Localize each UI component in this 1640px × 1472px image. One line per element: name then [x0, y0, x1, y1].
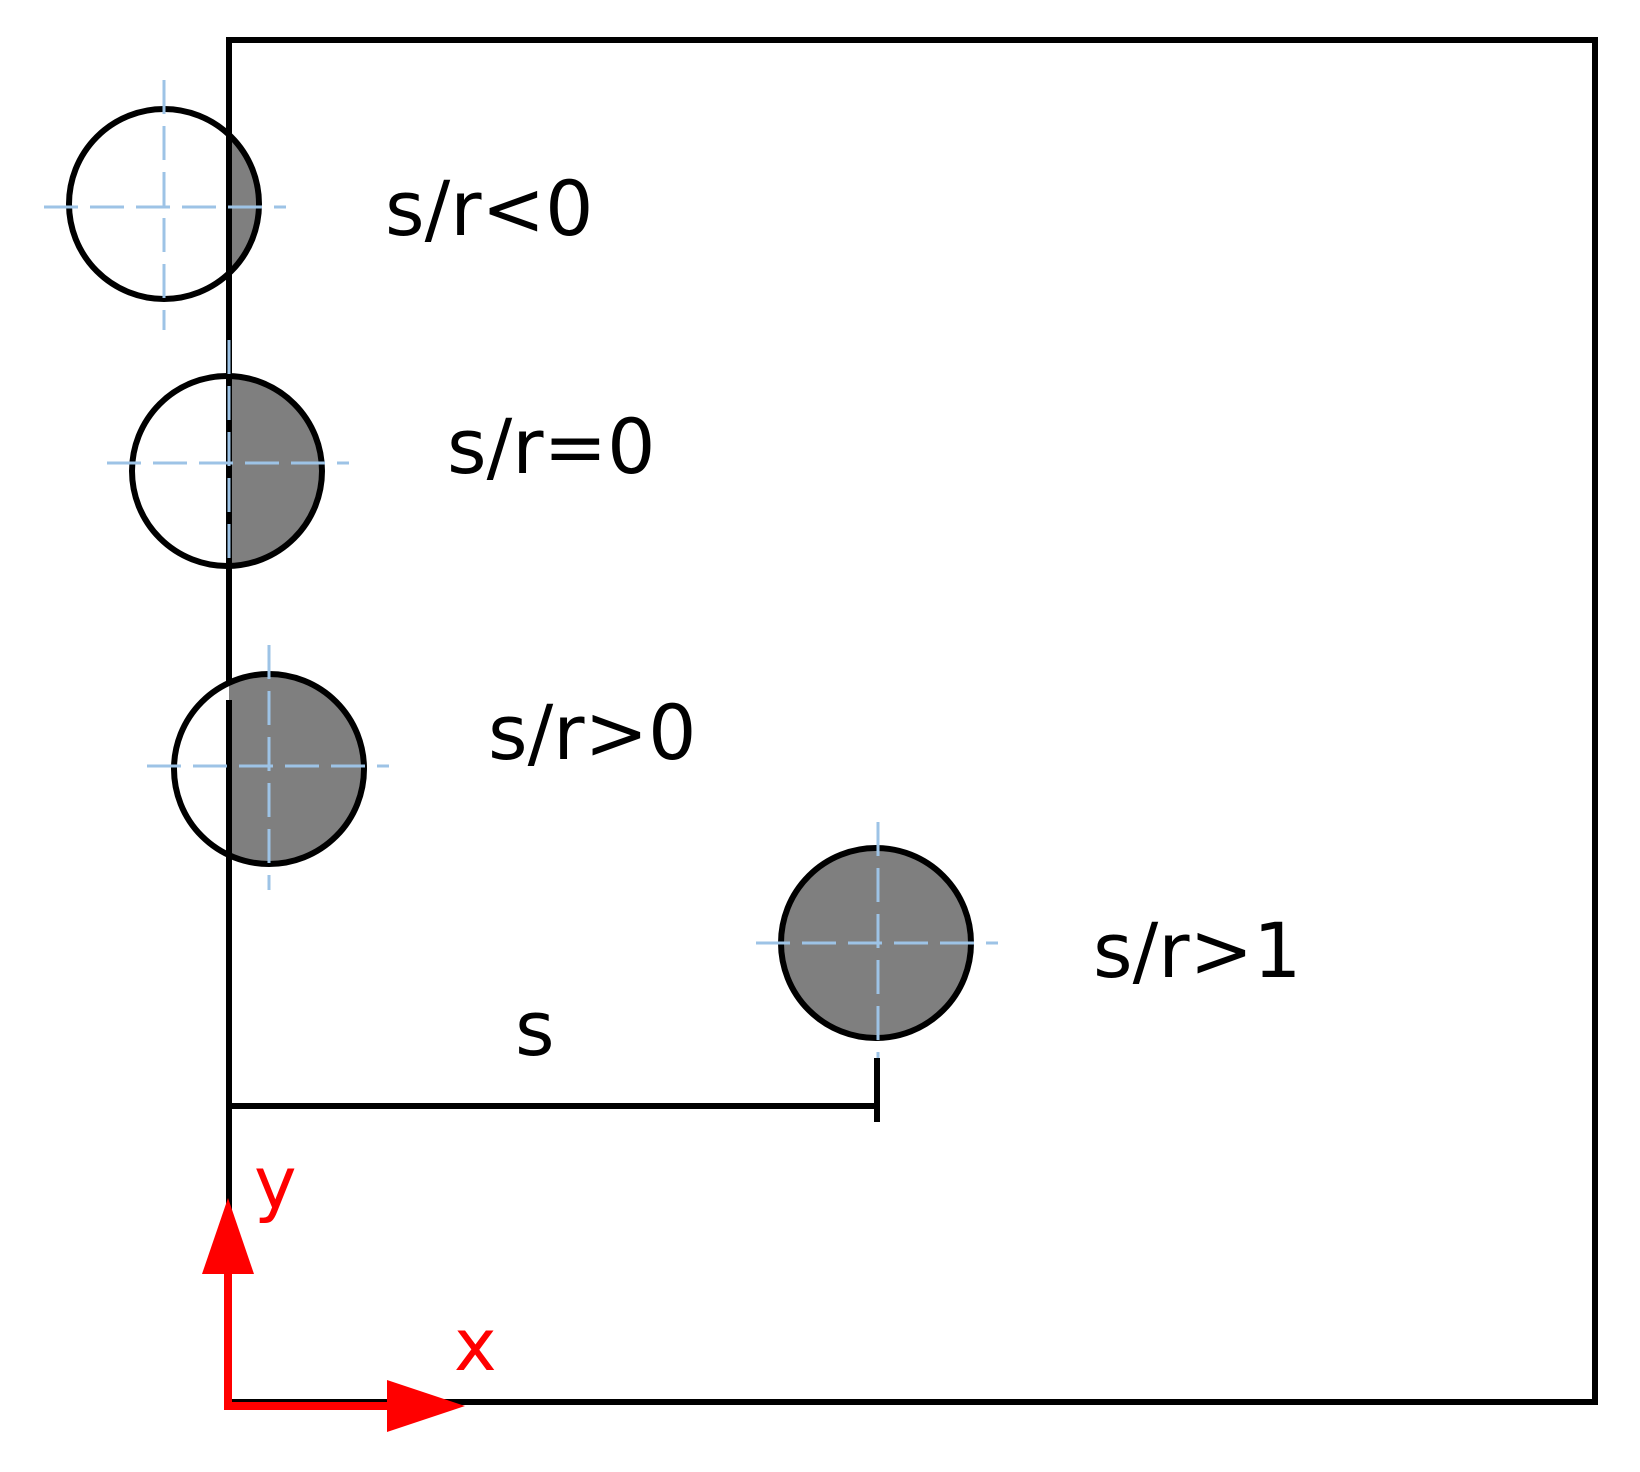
hole-negative — [44, 40, 286, 360]
x-axis-label: x — [454, 1303, 497, 1387]
label-s-r-negative: s/r<0 — [385, 164, 593, 253]
label-s-r-zero: s/r=0 — [447, 402, 655, 491]
centerline-mark — [44, 80, 286, 330]
coordinate-axes: y x — [202, 1141, 497, 1432]
x-arrow-icon — [387, 1380, 465, 1432]
label-s-r-positive: s/r>0 — [488, 688, 696, 777]
y-axis-label: y — [254, 1141, 297, 1225]
centerline-mark — [756, 822, 998, 1062]
centerline-mark — [107, 340, 349, 570]
y-arrow-icon — [202, 1198, 254, 1274]
dimension-s — [229, 1058, 880, 1122]
label-s-r-greater-than-one: s/r>1 — [1093, 906, 1301, 995]
label-s: s — [515, 984, 555, 1073]
hole-positive — [147, 645, 389, 890]
hole-greater-than-one — [756, 822, 998, 1062]
centerline-mark — [147, 645, 389, 890]
